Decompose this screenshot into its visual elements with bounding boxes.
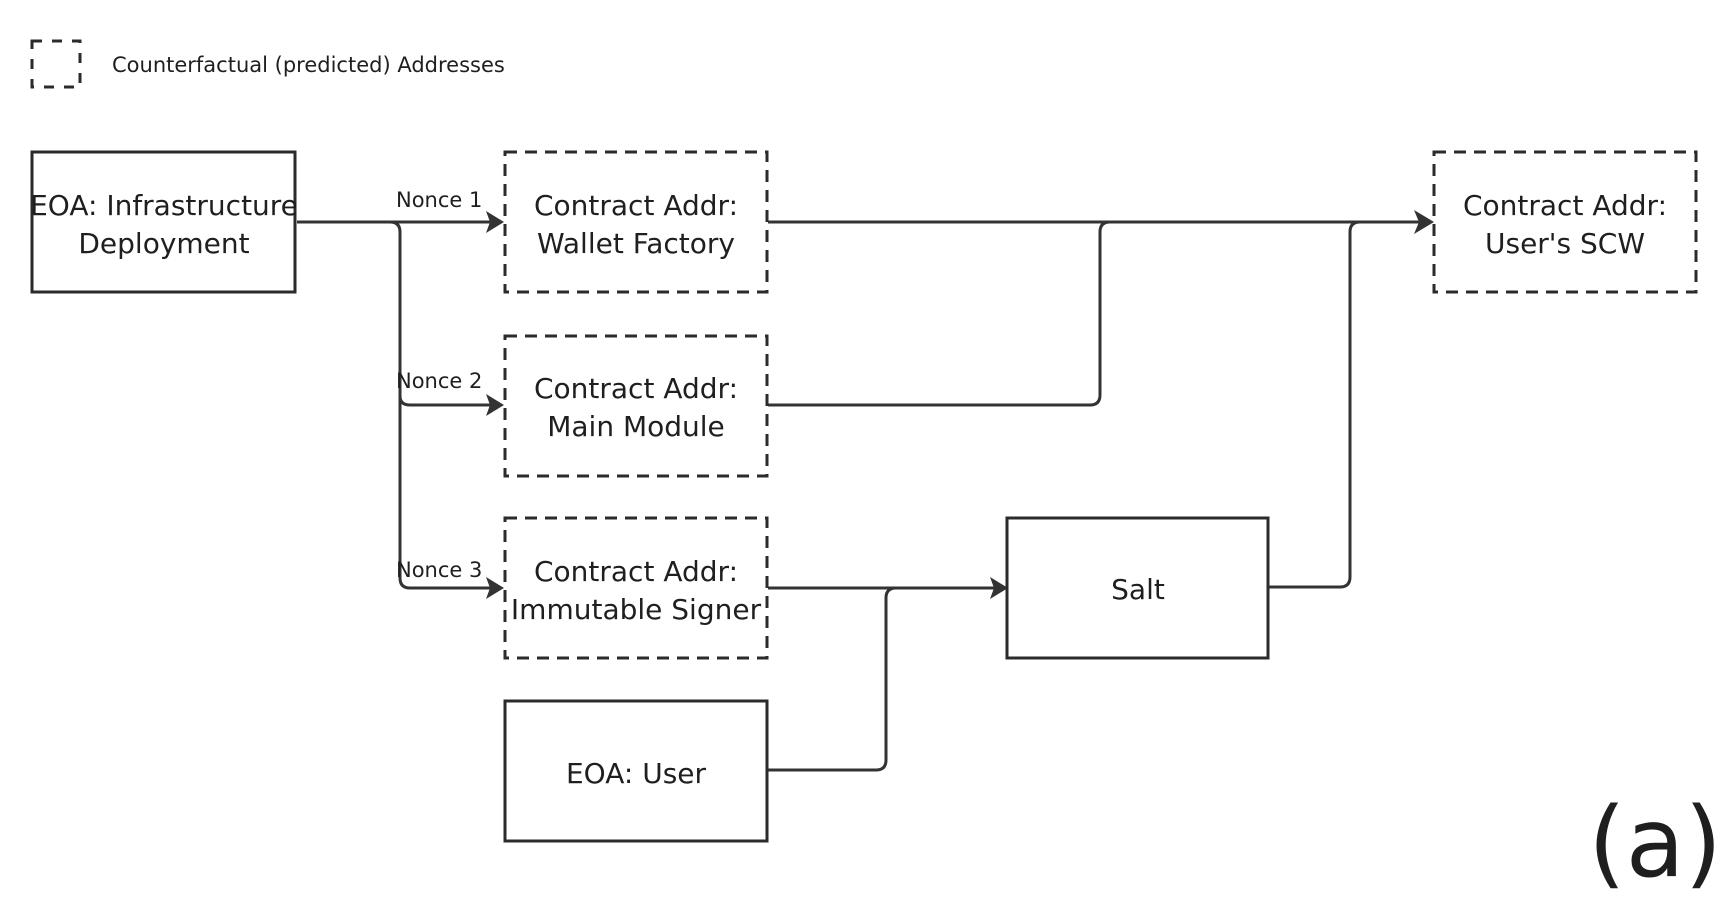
edge-label-nonce3: Nonce 3 bbox=[396, 558, 482, 582]
legend-dashed-swatch bbox=[30, 39, 82, 89]
node-eoa-infrastructure-line1: EOA: Infrastructure bbox=[30, 189, 298, 222]
node-eoa-user-label: EOA: User bbox=[566, 757, 707, 790]
edge-nonce2-arrowhead bbox=[486, 394, 504, 416]
node-main-module-line2: Main Module bbox=[547, 410, 725, 443]
edge-module-to-scw-line bbox=[768, 220, 1420, 407]
edge-labels: Nonce 1 Nonce 2 Nonce 3 bbox=[396, 188, 482, 582]
legend: Counterfactual (predicted) Addresses bbox=[30, 39, 505, 89]
edge-to-scw-arrowhead bbox=[1414, 210, 1434, 234]
node-users-scw-box bbox=[1432, 150, 1698, 294]
node-salt-label: Salt bbox=[1111, 573, 1165, 606]
node-wallet-factory-box bbox=[503, 150, 769, 294]
node-wallet-factory: Contract Addr: Wallet Factory bbox=[503, 150, 769, 294]
node-users-scw-line2: User's SCW bbox=[1485, 227, 1645, 260]
node-users-scw-line1: Contract Addr: bbox=[1463, 189, 1667, 222]
legend-label: Counterfactual (predicted) Addresses bbox=[112, 53, 505, 77]
connectors bbox=[297, 210, 1434, 772]
edge-nonce2-line bbox=[297, 220, 493, 407]
node-immutable-signer: Contract Addr: Immutable Signer bbox=[503, 516, 769, 660]
node-eoa-user: EOA: User bbox=[503, 699, 769, 843]
edge-nonce3-arrowhead bbox=[486, 577, 504, 599]
node-salt: Salt bbox=[1005, 516, 1270, 660]
node-eoa-user-box bbox=[503, 699, 769, 843]
edge-user-to-salt-line bbox=[768, 586, 995, 772]
edge-salt-to-scw-line bbox=[1268, 220, 1420, 589]
node-eoa-infrastructure-line2: Deployment bbox=[78, 227, 249, 260]
node-immutable-signer-line1: Contract Addr: bbox=[534, 555, 738, 588]
node-main-module-line1: Contract Addr: bbox=[534, 372, 738, 405]
node-eoa-infrastructure-box bbox=[30, 150, 297, 294]
node-main-module-box bbox=[503, 334, 769, 478]
node-users-scw: Contract Addr: User's SCW bbox=[1432, 150, 1698, 294]
node-main-module: Contract Addr: Main Module bbox=[503, 334, 769, 478]
node-immutable-signer-box bbox=[503, 516, 769, 660]
edge-nonce1-arrowhead bbox=[486, 211, 504, 233]
edge-nonce3-line bbox=[398, 396, 493, 590]
figure-caption: (a) bbox=[1588, 787, 1722, 899]
node-wallet-factory-line2: Wallet Factory bbox=[537, 227, 735, 260]
edge-label-nonce2: Nonce 2 bbox=[396, 369, 482, 393]
node-salt-box bbox=[1005, 516, 1270, 660]
node-eoa-infrastructure: EOA: Infrastructure Deployment bbox=[30, 150, 298, 294]
edge-label-nonce1: Nonce 1 bbox=[396, 188, 482, 212]
node-wallet-factory-line1: Contract Addr: bbox=[534, 189, 738, 222]
edge-to-salt-arrowhead bbox=[990, 577, 1008, 599]
node-immutable-signer-line2: Immutable Signer bbox=[511, 593, 762, 626]
